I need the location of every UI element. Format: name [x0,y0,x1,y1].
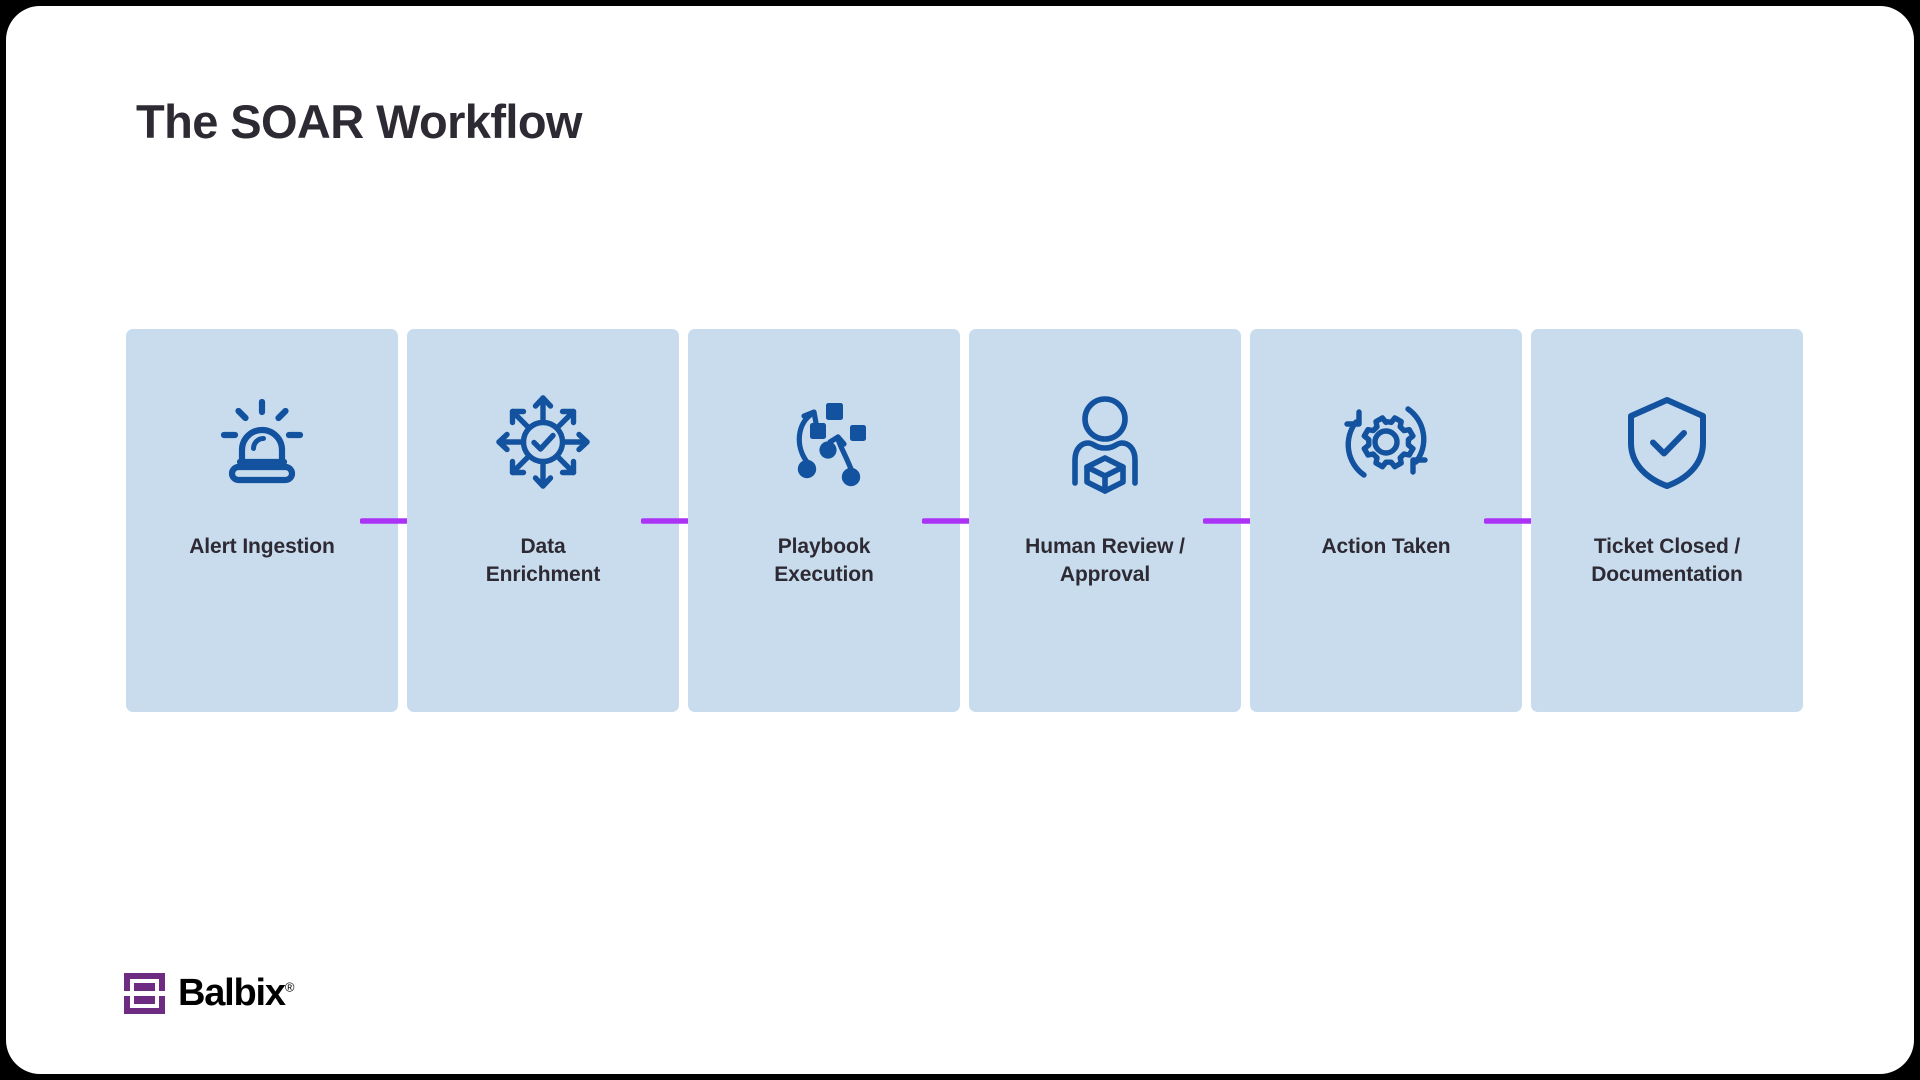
brand-name-text: Balbix [178,972,286,1014]
workflow-step-card[interactable]: Data Enrichment [407,329,679,712]
balbix-logo-mark [124,973,165,1014]
playbook-strategy-icon [772,387,876,497]
expand-arrows-check-icon [490,387,596,497]
connector-gap [1203,329,1283,712]
person-package-icon [1053,387,1157,497]
page-title: The SOAR Workflow [136,95,583,148]
registered-mark: ® [284,979,295,995]
connector-gap [1484,329,1564,712]
workflow-step-label: Human Review / Approval [1025,535,1185,586]
balbix-brand-logo: Balbix® [124,972,294,1015]
connector-gap [641,329,721,712]
workflow-step-label: Action Taken [1321,535,1451,558]
shield-check-icon [1615,387,1719,497]
workflow-step-label: Ticket Closed / Documentation [1591,535,1743,586]
connector-gap [360,329,440,712]
siren-alert-icon [210,387,314,497]
page-canvas: The SOAR Workflow [6,6,1914,1074]
workflow-step-card[interactable]: Alert Ingestion [126,329,398,712]
workflow-step-label: Alert Ingestion [189,535,335,558]
gear-refresh-cycle-icon [1332,387,1440,497]
workflow-step-label: Playbook Execution [774,535,874,586]
workflow-step-card[interactable]: Human Review / Approval [969,329,1241,712]
workflow-step-card[interactable]: Action Taken [1250,329,1522,712]
brand-name: Balbix® [178,972,294,1015]
connector-gap [922,329,1002,712]
workflow-step-card[interactable]: Playbook Execution [688,329,960,712]
soar-workflow-diagram: Alert Ingestion [126,329,1806,712]
workflow-step-label: Data Enrichment [485,535,601,586]
workflow-step-card[interactable]: Ticket Closed / Documentation [1531,329,1803,712]
